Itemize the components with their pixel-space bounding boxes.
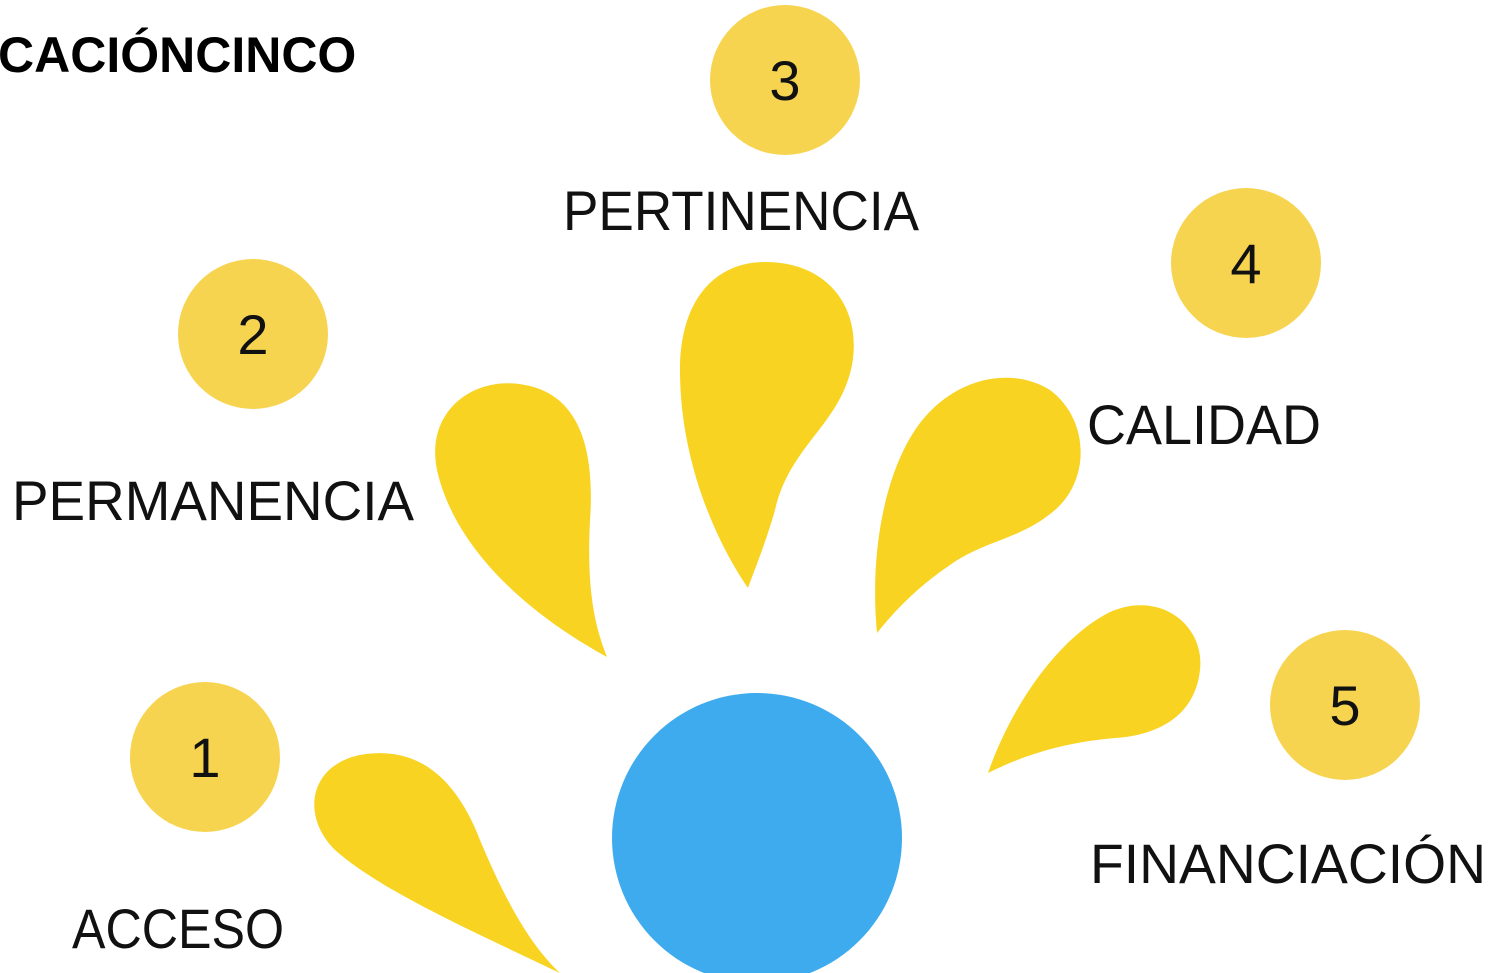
number-badges: 1 2 3 4 5 [130,5,1420,832]
petals [314,262,1201,973]
petal-5 [988,605,1201,773]
label-acceso: ACCESO [72,897,284,960]
badge-number-5: 5 [1329,674,1360,737]
badge-2: 2 [178,259,328,409]
label-permanencia: PERMANENCIA [12,469,415,532]
label-pertinencia: PERTINENCIA [563,179,920,242]
petal-4 [875,377,1081,633]
badge-number-2: 2 [237,303,268,366]
badge-1: 1 [130,682,280,832]
badge-4: 4 [1171,188,1321,338]
badge-number-3: 3 [769,49,800,112]
center-circle [612,693,902,973]
petal-2 [435,383,607,657]
badge-number-4: 4 [1230,232,1261,295]
badge-3: 3 [710,5,860,155]
badge-5: 5 [1270,630,1420,780]
diagram-title: CACIÓNCINCO [0,27,356,83]
label-calidad: CALIDAD [1087,393,1321,456]
label-financiacion: FINANCIACIÓN [1090,832,1486,895]
pillar-labels: ACCESO PERMANENCIA PERTINENCIA CALIDAD F… [12,179,1486,960]
petal-1 [314,753,560,973]
petal-3 [680,262,854,588]
badge-number-1: 1 [189,726,220,789]
